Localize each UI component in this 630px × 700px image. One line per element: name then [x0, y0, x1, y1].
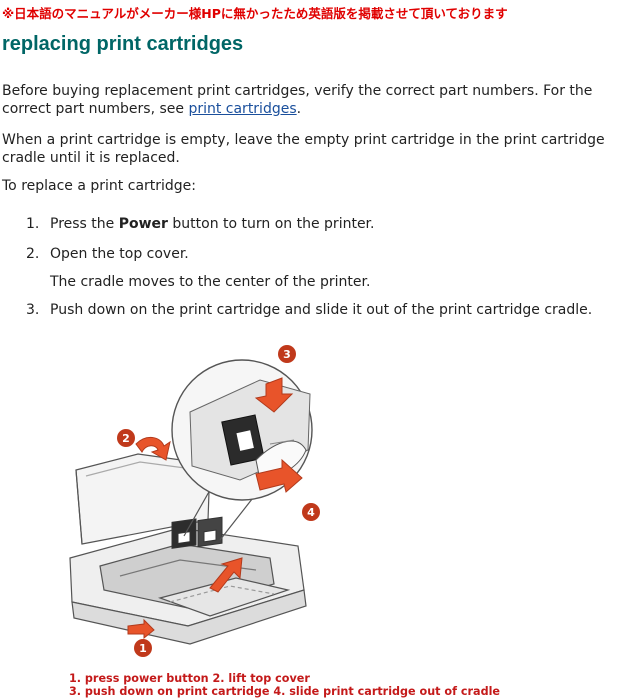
- cradle-cartridges: [171, 516, 223, 549]
- intro-text: Before buying replacement print cartridg…: [2, 83, 593, 117]
- callout-1: 1: [134, 639, 152, 657]
- intro-paragraph: Before buying replacement print cartridg…: [2, 82, 628, 118]
- intro-text-end: .: [296, 101, 302, 117]
- step-text-part: button to turn on the printer.: [167, 216, 375, 232]
- printer-illustration: 1 2 3 4: [69, 345, 320, 657]
- print-cartridges-link[interactable]: print cartridges: [188, 101, 297, 117]
- steps-intro: To replace a print cartridge:: [2, 178, 197, 194]
- empty-cartridge-note: When a print cartridge is empty, leave t…: [2, 132, 605, 166]
- power-label: Power: [118, 216, 168, 232]
- callout-4: 4: [302, 503, 320, 521]
- printer-body: [69, 527, 307, 645]
- callout-number: 2: [122, 432, 130, 445]
- japanese-notice: ※日本語のマニュアルがメーカー様HPに無かったため英語版を掲載させて頂いておりま…: [2, 6, 508, 21]
- step-text: Press the Power button to turn on the pr…: [50, 216, 374, 232]
- step-text-part: Press the: [50, 216, 119, 232]
- caption-line: 1. press power button 2. lift top cover: [69, 672, 310, 685]
- callout-number: 3: [283, 348, 291, 361]
- cradle-arrow: [209, 557, 243, 593]
- illustration-caption: 1. press power button 2. lift top cover …: [69, 672, 500, 698]
- zoom-detail: [171, 359, 313, 541]
- callout-number: 1: [139, 642, 147, 655]
- caption-line: 3. push down on print cartridge 4. slide…: [69, 685, 501, 698]
- step-note: The cradle moves to the center of the pr…: [50, 274, 371, 290]
- step-text: Open the top cover.: [50, 246, 189, 262]
- callout-2: 2: [117, 429, 135, 447]
- callout-number: 4: [307, 506, 315, 519]
- step-text: Push down on the print cartridge and sli…: [50, 302, 593, 318]
- step-number: 1.: [26, 216, 40, 232]
- step-number: 2.: [26, 246, 40, 262]
- step-number: 3.: [26, 302, 40, 318]
- lift-arrow: [135, 437, 171, 461]
- power-arrow: [127, 618, 155, 640]
- page-title: replacing print cartridges: [2, 33, 244, 55]
- callout-3: 3: [278, 345, 296, 363]
